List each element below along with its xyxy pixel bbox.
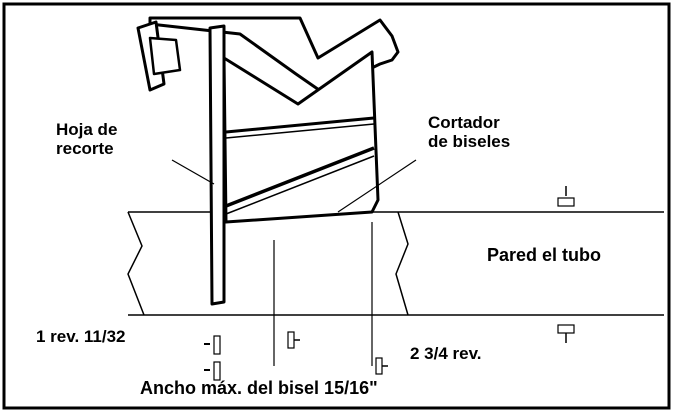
marker-top-box <box>557 197 575 207</box>
marker-box-2 <box>213 361 221 381</box>
label-max-bevel-width: Ancho máx. del bisel 15/16" <box>140 378 378 398</box>
bevel-cutter-leader <box>337 159 417 213</box>
cutter-head <box>148 16 400 94</box>
cutter-band-4 <box>225 155 375 215</box>
pipe-break-left <box>127 211 145 316</box>
label-bevel-cutter-line2: de biseles <box>428 131 511 151</box>
label-pipe-wall: Pared el tubo <box>487 245 602 265</box>
bevel-cutter-body <box>222 50 380 224</box>
cutter-band-1 <box>225 116 375 134</box>
cutter-band-2 <box>225 123 375 139</box>
label-rev-two: 2 3/4 rev. <box>410 344 482 363</box>
label-bevel-cutter-line1: Cortador <box>428 113 500 132</box>
label-bevel-cutter: Cortador de biseles <box>428 113 511 151</box>
label-trim-blade-line1: Hoja de <box>56 120 118 139</box>
label-trim-blade: Hoja de recorte <box>56 120 118 158</box>
trim-blade-leader <box>171 159 215 185</box>
label-rev-one: 1 rev. 11/32 <box>36 327 126 346</box>
pipe-break-inner <box>395 211 409 316</box>
trim-blade <box>208 24 226 306</box>
cutter-head-knob <box>148 36 182 76</box>
marker-box-1 <box>213 335 221 355</box>
label-trim-blade-line2: recorte <box>56 138 114 158</box>
cutter-band-3 <box>225 146 375 208</box>
